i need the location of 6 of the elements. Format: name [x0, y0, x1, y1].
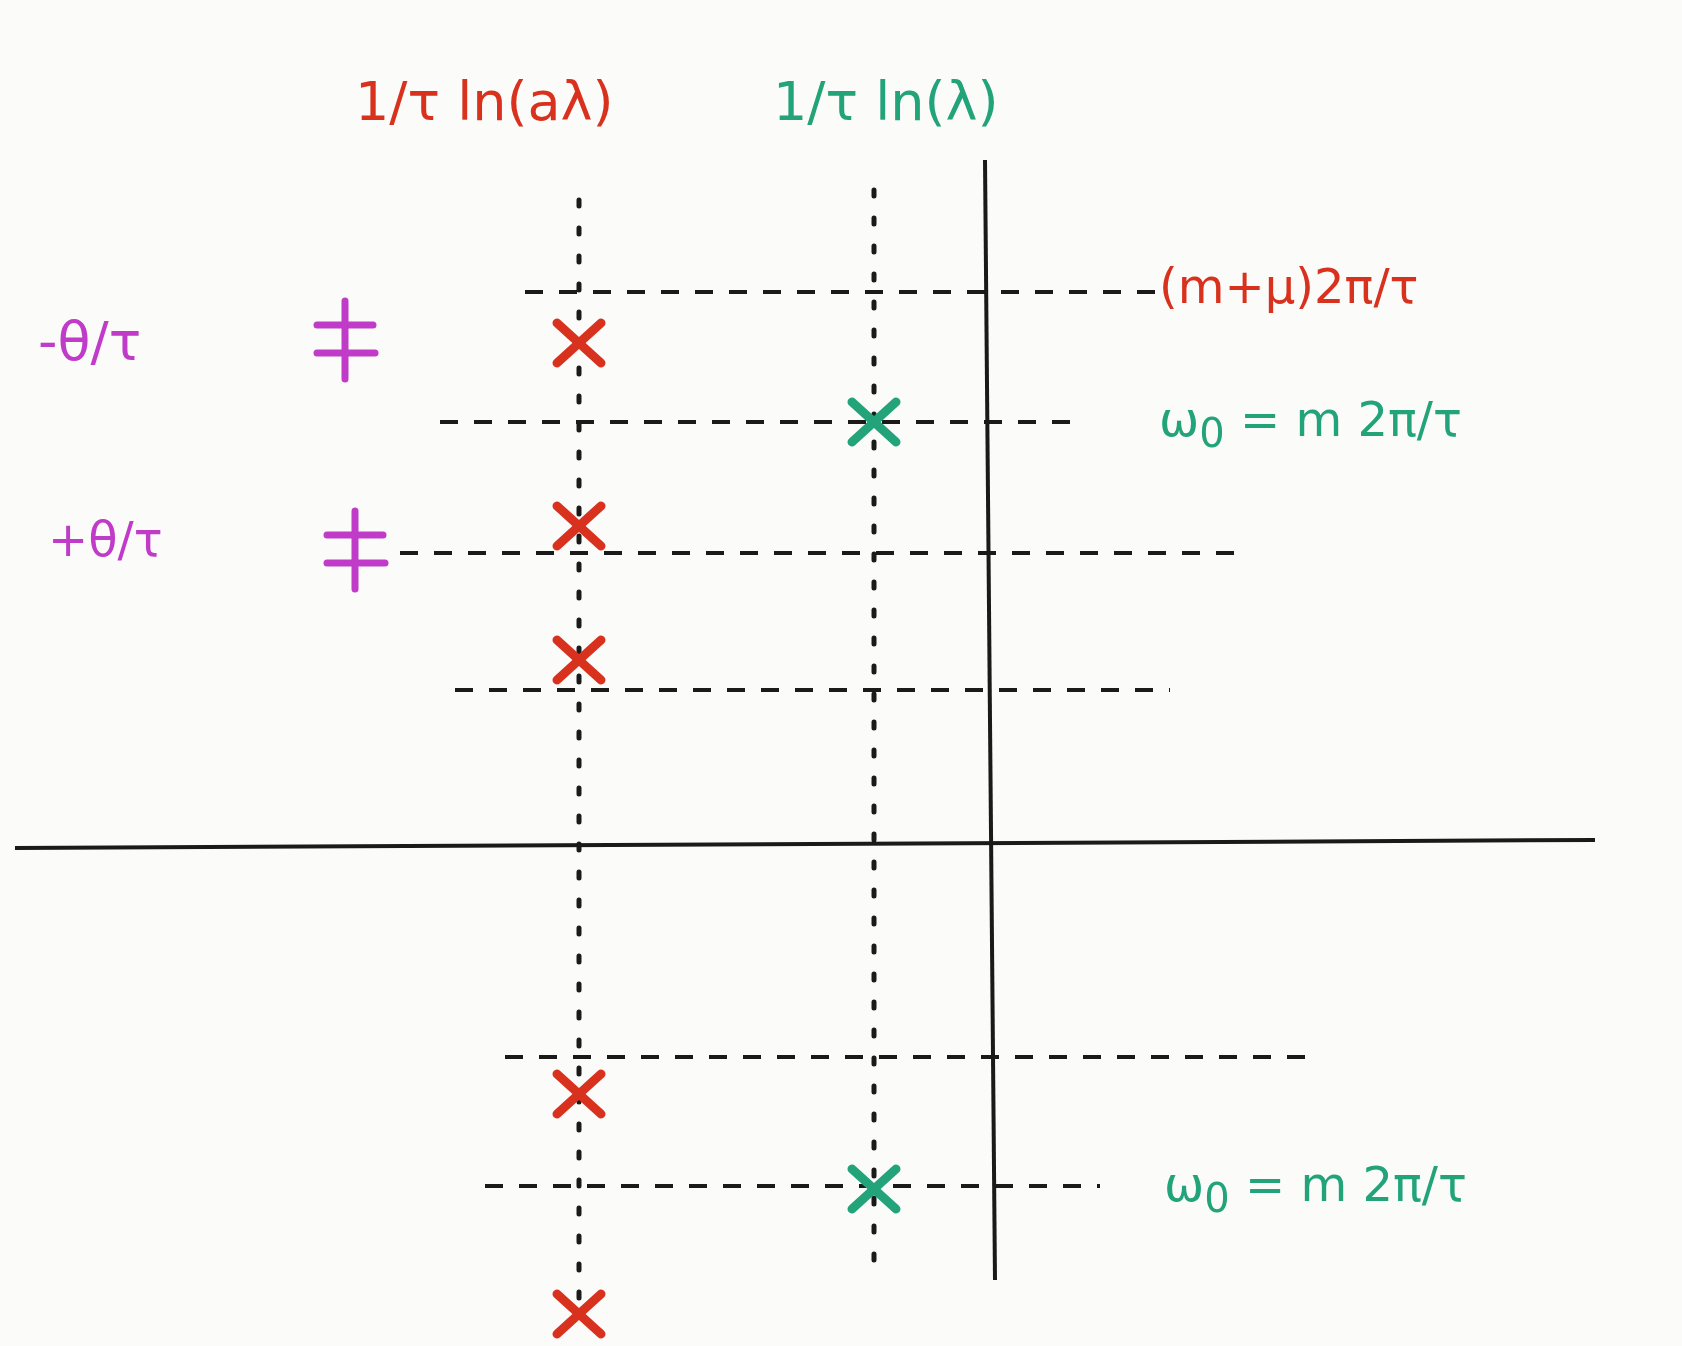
- level-label: ω$_{0}$ = m 2π/τ: [1159, 395, 1462, 453]
- level-label: +θ/τ: [48, 515, 163, 563]
- level-label: -θ/τ: [38, 315, 142, 369]
- axis-label: 1/τ ln(aλ): [355, 75, 614, 129]
- level-label: ω$_{0}$ = m 2π/τ: [1164, 1160, 1467, 1218]
- axis-label: 1/τ ln(λ): [773, 75, 999, 129]
